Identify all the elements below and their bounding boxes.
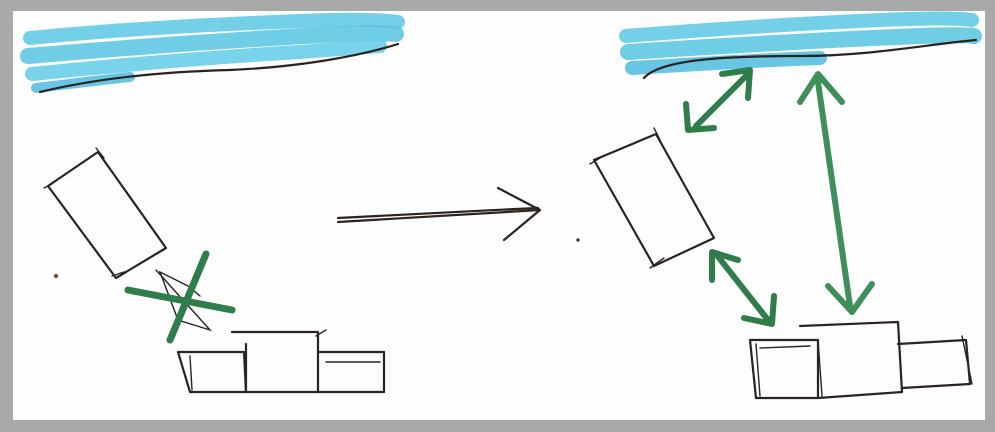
transition-arrow	[336, 186, 542, 242]
left-building-cluster	[176, 329, 386, 394]
right-water-band	[619, 11, 982, 80]
right-rotated-building	[589, 127, 716, 269]
left-rotated-building	[43, 147, 168, 280]
right-panel	[576, 11, 982, 400]
x-mark-stroke-2	[166, 250, 210, 344]
left-blocked-connection	[124, 250, 236, 344]
double-arrow-building-to-cluster	[709, 249, 777, 327]
ink-speck	[54, 274, 58, 278]
left-panel	[20, 12, 405, 394]
double-arrow-cluster-to-water-vertical	[797, 71, 875, 315]
ink-speck	[576, 238, 580, 242]
right-building-cluster	[748, 320, 973, 400]
x-mark-stroke-1	[124, 286, 236, 314]
left-water-band	[20, 12, 405, 94]
double-arrow-building-to-water-diagonal	[683, 67, 753, 133]
